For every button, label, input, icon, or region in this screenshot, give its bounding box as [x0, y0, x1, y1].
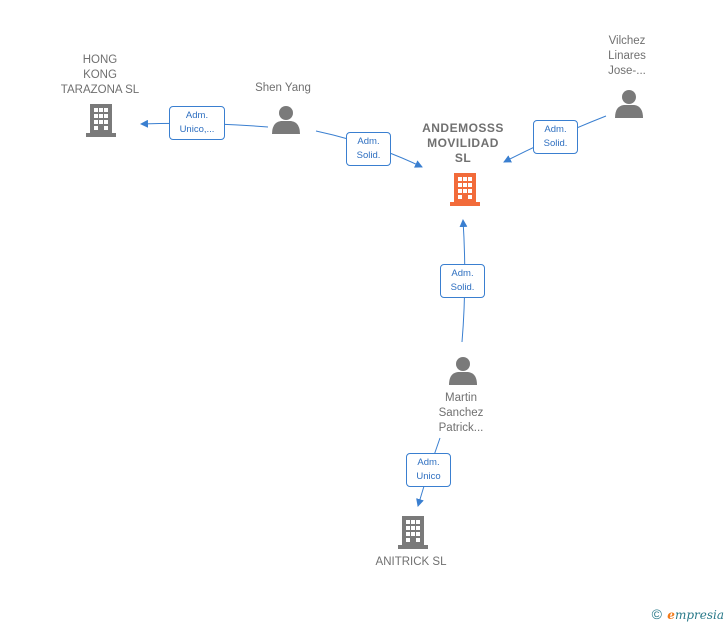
edge-label-line: Adm. — [417, 457, 440, 468]
edge-label-line: Adm. — [357, 136, 380, 147]
edge-label-shen-to-hongkong[interactable]: Adm. Unico,... — [169, 106, 225, 140]
edge-label-line: Adm. — [451, 268, 474, 279]
person-icon[interactable] — [614, 88, 644, 118]
name-line: Jose-... — [608, 65, 646, 77]
martin-person-name[interactable]: Martin Sanchez Patrick... — [416, 391, 506, 436]
shenyang-person-name[interactable]: Shen Yang — [238, 81, 328, 96]
copyright-symbol: © — [651, 606, 662, 622]
building-icon[interactable] — [449, 171, 481, 207]
edge-label-vilchez-to-main[interactable]: Adm. Solid. — [533, 120, 578, 154]
edge-label-line: Unico — [416, 471, 441, 482]
name-line: Sanchez — [438, 407, 484, 419]
name-line: KONG — [83, 69, 117, 81]
name-line: Linares — [608, 50, 646, 62]
name-line: ANDEMOSSS — [422, 121, 504, 135]
logo-initial: e — [667, 608, 675, 622]
edge-label-line: Adm. — [544, 124, 567, 135]
name-line: Vilchez — [608, 35, 646, 47]
name-line: HONG — [82, 54, 118, 66]
name-line: SL — [454, 151, 472, 165]
edge-label-line: Solid. — [356, 150, 381, 161]
logo-rest: mpresia — [674, 608, 724, 622]
edge-label-martin-to-anitrick[interactable]: Adm. Unico — [406, 453, 451, 487]
edge-label-line: Solid. — [543, 138, 568, 149]
name-line: Shen Yang — [255, 82, 311, 94]
edge-label-martin-to-main[interactable]: Adm. Solid. — [440, 264, 485, 298]
main-company-name[interactable]: ANDEMOSSS MOVILIDAD SL — [400, 121, 526, 166]
vilchez-person-name[interactable]: Vilchez Linares Jose-... — [590, 34, 664, 79]
person-icon[interactable] — [271, 104, 301, 134]
edge-label-line: Adm. — [185, 110, 209, 121]
person-icon[interactable] — [448, 355, 478, 385]
name-line: Martin — [445, 392, 477, 404]
name-line: Patrick... — [438, 422, 484, 434]
building-icon[interactable] — [85, 102, 117, 138]
empresia-credit[interactable]: © empresia — [652, 606, 724, 622]
empresia-logo: empresia — [667, 608, 724, 622]
edge-label-line: Solid. — [450, 282, 475, 293]
edge-label-shen-to-main[interactable]: Adm. Solid. — [346, 132, 391, 166]
edge-label-line: Unico,... — [179, 124, 215, 135]
name-line: ANITRICK SL — [375, 556, 447, 568]
building-icon[interactable] — [397, 514, 429, 550]
hongkong-company-name[interactable]: HONG KONG TARAZONA SL — [50, 53, 150, 98]
name-line: TARAZONA SL — [60, 84, 140, 96]
anitrick-company-name[interactable]: ANITRICK SL — [361, 555, 461, 570]
name-line: MOVILIDAD — [427, 136, 499, 150]
